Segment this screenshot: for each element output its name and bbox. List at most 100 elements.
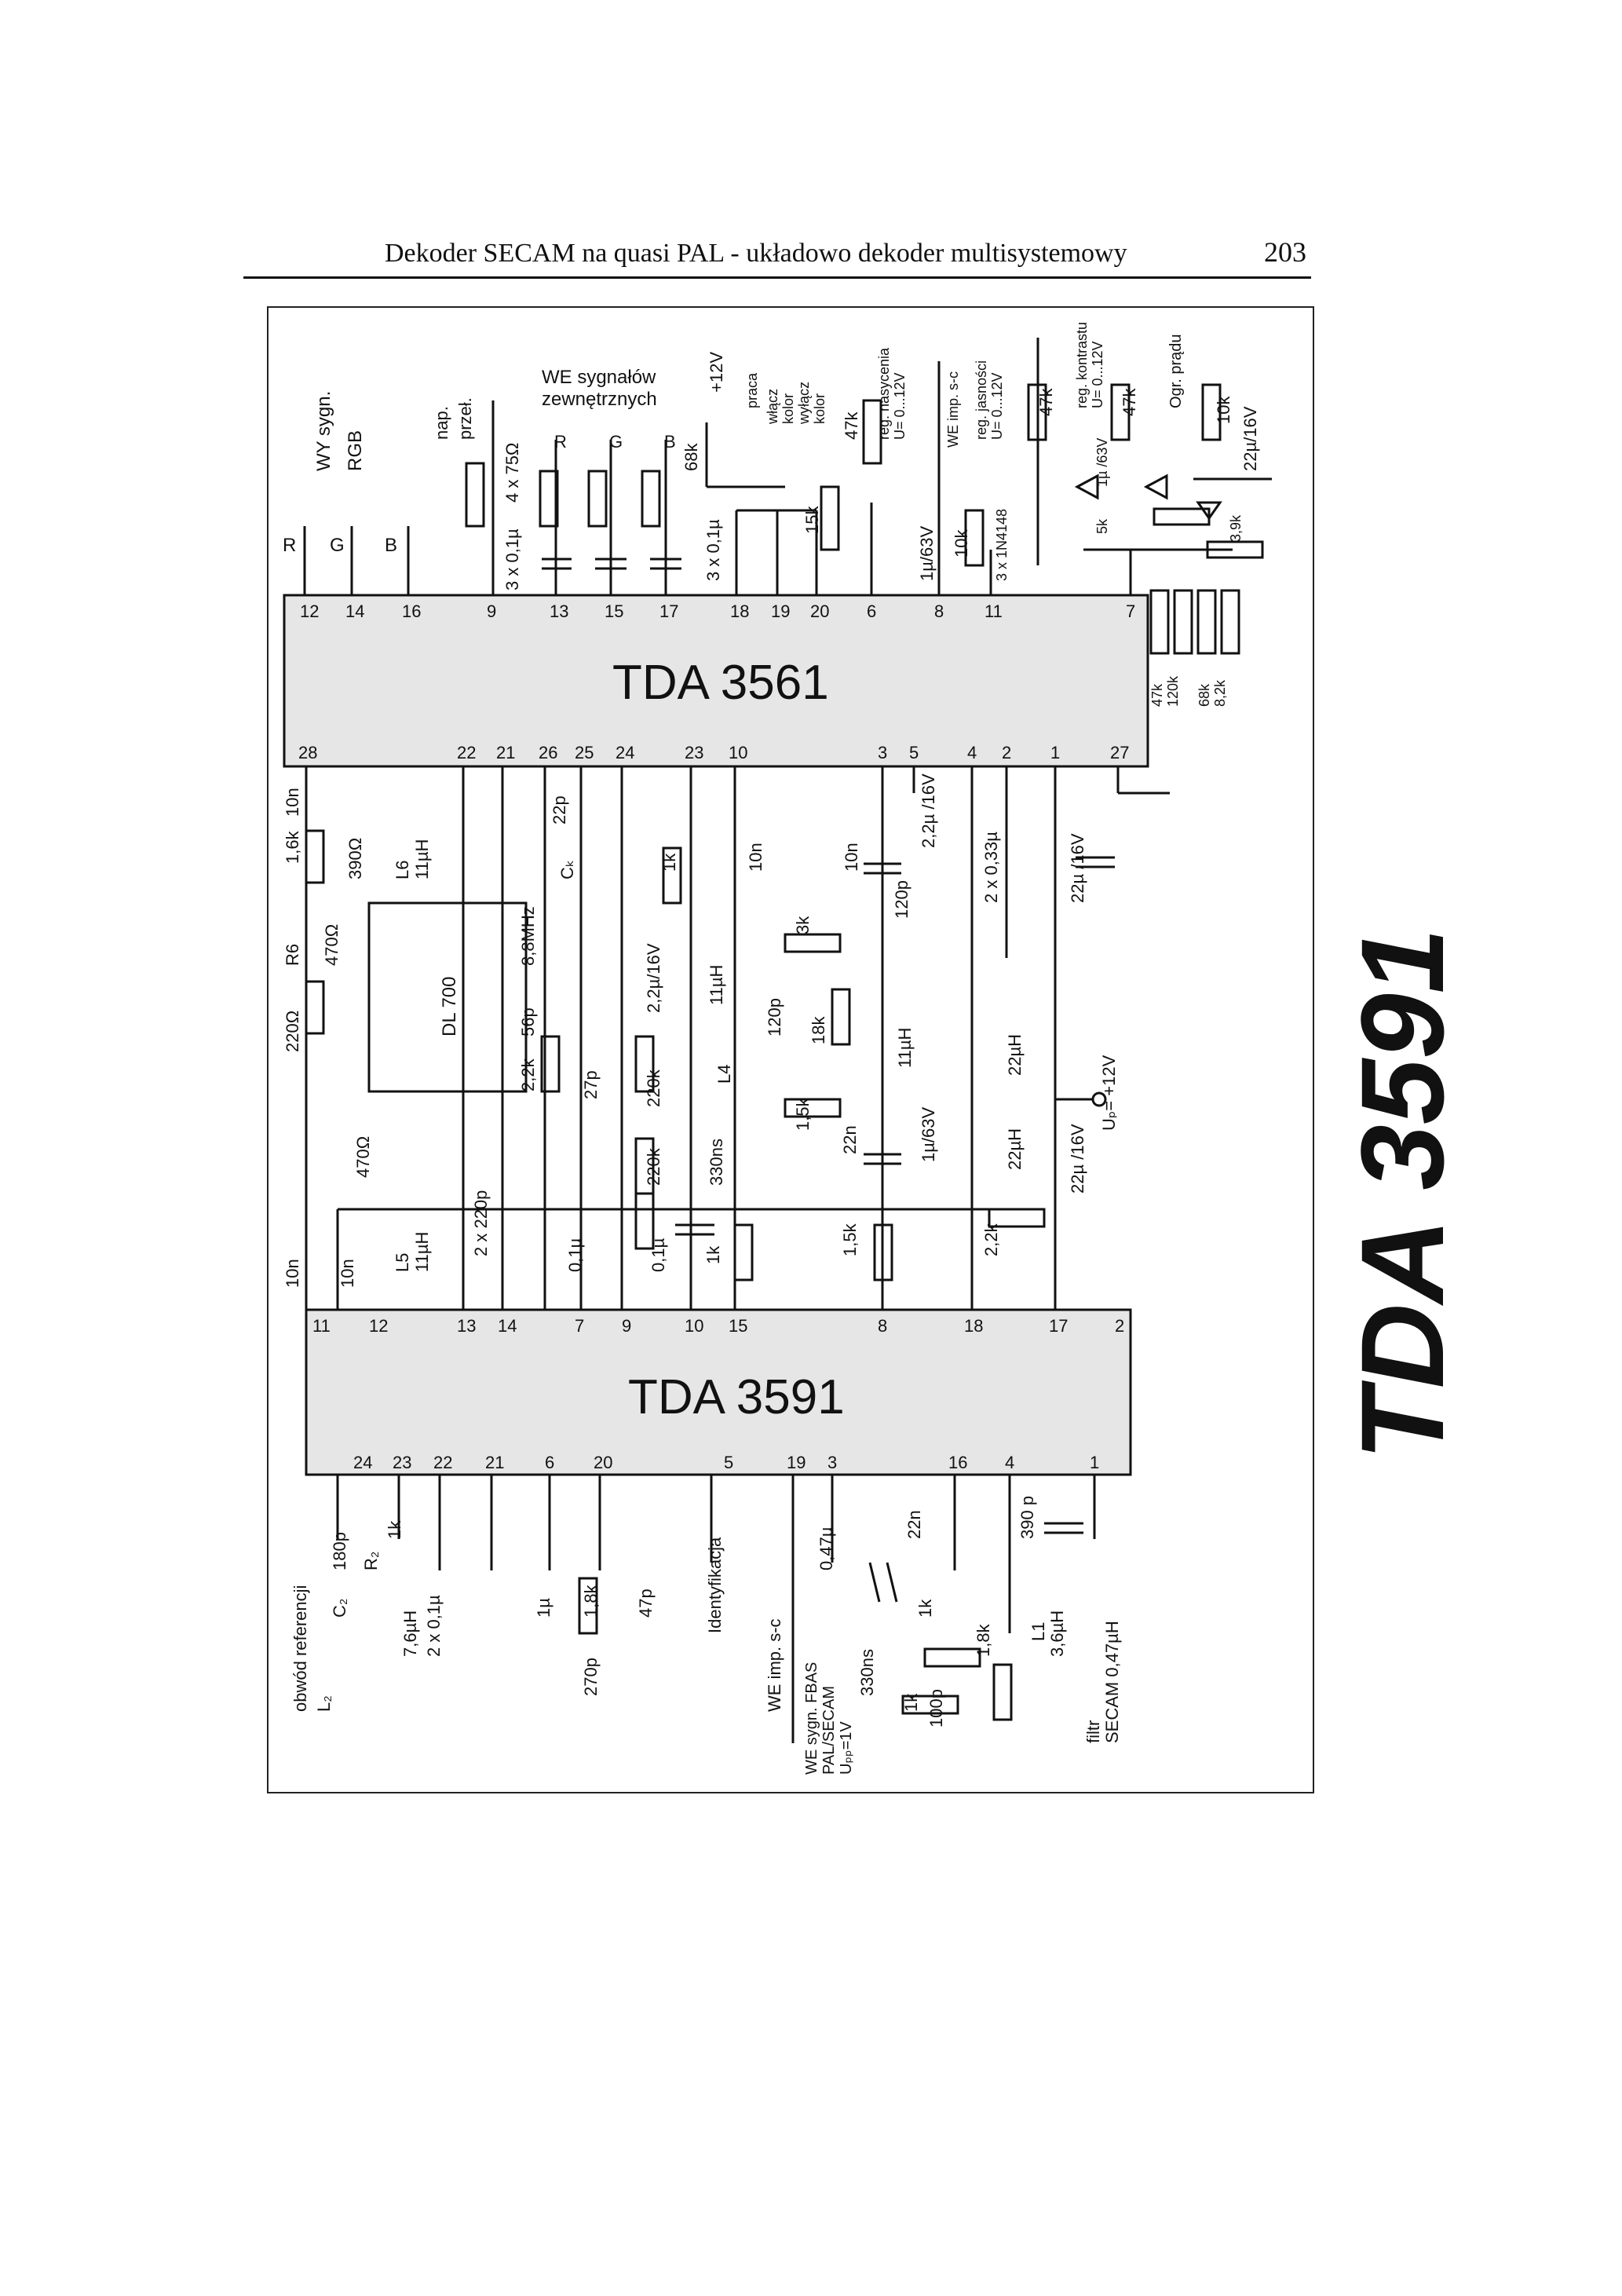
pin-3561-2: 2: [1002, 743, 1011, 762]
l22uh-a: 22µH: [1005, 1034, 1025, 1076]
pin-3591-20: 20: [594, 1453, 612, 1472]
cap-22u16v: 22µ/16V: [1240, 406, 1260, 471]
pin-3561-1: 1: [1050, 743, 1060, 762]
pin-3561-14: 14: [345, 601, 364, 621]
l6-value: 11µH: [412, 839, 432, 879]
c22n-bottom: 22n: [904, 1510, 924, 1539]
pin-3561-19: 19: [771, 601, 790, 621]
supply-up-12v: Uₚ= +12V: [1099, 1055, 1119, 1131]
ext-in-r: R: [554, 432, 567, 452]
page-number: 203: [1264, 236, 1306, 268]
bright-label-2: U= 0...12V: [989, 372, 1005, 440]
l1-label: L1: [1028, 1622, 1048, 1641]
c100p: 100p: [926, 1689, 946, 1727]
output-group-label: WY sygn.: [313, 391, 334, 471]
l7-6uh: 7,6µH: [400, 1610, 420, 1657]
pin-3561-22: 22: [457, 743, 476, 762]
r1k-d: 1k: [901, 1693, 921, 1712]
sat-label-2: U= 0...12V: [892, 372, 908, 440]
pin-3561-28: 28: [298, 743, 317, 762]
cap-1u63v: 1µ/63V: [917, 526, 937, 581]
c22n: 22n: [840, 1125, 860, 1154]
pin-3591-13: 13: [457, 1316, 476, 1336]
nap-przel-label: nap.: [432, 406, 451, 440]
we-imp-bottom: WE imp. s-c: [765, 1618, 784, 1712]
c2x220p: 2 x 220p: [471, 1190, 491, 1256]
c2-2u-16v: 2,2µ /16V: [919, 773, 938, 848]
pin-3561-16: 16: [402, 601, 421, 621]
switch-kolor-2: kolor: [812, 393, 827, 424]
l22uh-b: 22µH: [1005, 1128, 1025, 1170]
pin-3561-6: 6: [867, 601, 876, 621]
fbas-label-2: PAL/SECAM: [820, 1686, 838, 1775]
pin-3591-24: 24: [353, 1453, 372, 1472]
l5-label: L5: [393, 1253, 412, 1272]
c47p: 47p: [636, 1589, 656, 1618]
c0-47u: 0,47µ: [816, 1526, 836, 1570]
pin-3591-4: 4: [1005, 1453, 1014, 1472]
l2-label: L₂: [314, 1695, 334, 1712]
page-header: Dekoder SECAM na quasi PAL - układowo de…: [243, 236, 1311, 279]
r390: 390Ω: [345, 838, 365, 879]
l1-value: 3,6µH: [1047, 1610, 1067, 1657]
pin-3561-9: 9: [487, 601, 496, 621]
pin-3561-25: 25: [575, 743, 594, 762]
pin-3561-12: 12: [300, 601, 319, 621]
supply-12v: +12V: [707, 352, 726, 393]
r1-8k: 1,8k: [581, 1584, 601, 1618]
pin-3561-17: 17: [659, 601, 678, 621]
output-label-g: G: [330, 535, 345, 556]
r47k-stack: 47k: [1149, 683, 1165, 707]
ext-in-g: G: [609, 432, 623, 452]
pin-3561-5: 5: [909, 743, 919, 762]
pin-3591-12: 12: [369, 1316, 388, 1336]
l4-label: L4: [714, 1065, 734, 1084]
pin-3561-24: 24: [616, 743, 634, 762]
pin-3561-10: 10: [729, 743, 747, 762]
c2-label: C₂: [330, 1599, 349, 1618]
c56p: 56p: [518, 1007, 538, 1036]
r2-label: R₂: [361, 1552, 381, 1570]
schematic-frame: [267, 306, 1314, 1793]
pin-3591-5: 5: [724, 1453, 733, 1472]
r120k-stack: 120k: [1165, 675, 1181, 707]
r220k-b: 220k: [644, 1147, 663, 1186]
r10k-b: 10k: [1214, 396, 1233, 424]
pin-3561-27: 27: [1110, 743, 1129, 762]
c10n-e: 10n: [842, 843, 861, 872]
pin-3591-16: 16: [948, 1453, 967, 1472]
r1-5k-a: 1,5k: [793, 1097, 813, 1131]
chip-name-tda3561: TDA 3561: [612, 656, 829, 710]
pin-3591-2: 2: [1115, 1316, 1124, 1336]
c390p: 390 p: [1017, 1496, 1037, 1539]
pin-3561-13: 13: [550, 601, 568, 621]
filter-label: filtr: [1083, 1720, 1103, 1743]
r6-label: R6: [283, 944, 302, 966]
contrast-label-2: U= 0...12V: [1090, 341, 1105, 408]
pin-3591-17: 17: [1049, 1316, 1068, 1336]
pin-3561-18: 18: [730, 601, 749, 621]
pin-3591-23: 23: [393, 1453, 411, 1472]
c1u: 1µ: [534, 1598, 553, 1618]
ck-label: Cₖ: [557, 860, 577, 879]
contrast-label: reg. kontrastu: [1074, 322, 1090, 408]
pin-3591-8: 8: [878, 1316, 887, 1336]
pin-3561-20: 20: [810, 601, 829, 621]
r470-a: 470Ω: [322, 924, 342, 966]
r15k: 15k: [802, 506, 822, 534]
c10n-c: 10n: [338, 1259, 357, 1288]
r1-5k-b: 1,5k: [840, 1223, 860, 1256]
r2-2k-b: 2,2k: [981, 1223, 1001, 1256]
c0-1u-b: 0,1µ: [648, 1238, 668, 1272]
c10n-a: 10n: [283, 788, 302, 817]
current-limit-label: Ogr. prądu: [1167, 334, 1185, 408]
pin-3591-15: 15: [729, 1316, 747, 1336]
diodes-label: 3 x 1N4148: [994, 509, 1010, 581]
pin-3561-11: 11: [985, 601, 1003, 621]
l11uh-b: 11µH: [895, 1028, 915, 1068]
pin-3591-11: 11: [312, 1316, 331, 1336]
c270p: 270p: [581, 1658, 601, 1696]
c2-2u16v: 2,2µ/16V: [644, 943, 663, 1013]
c120p: 120p: [765, 998, 784, 1036]
bright-label: reg. jasności: [974, 360, 989, 440]
